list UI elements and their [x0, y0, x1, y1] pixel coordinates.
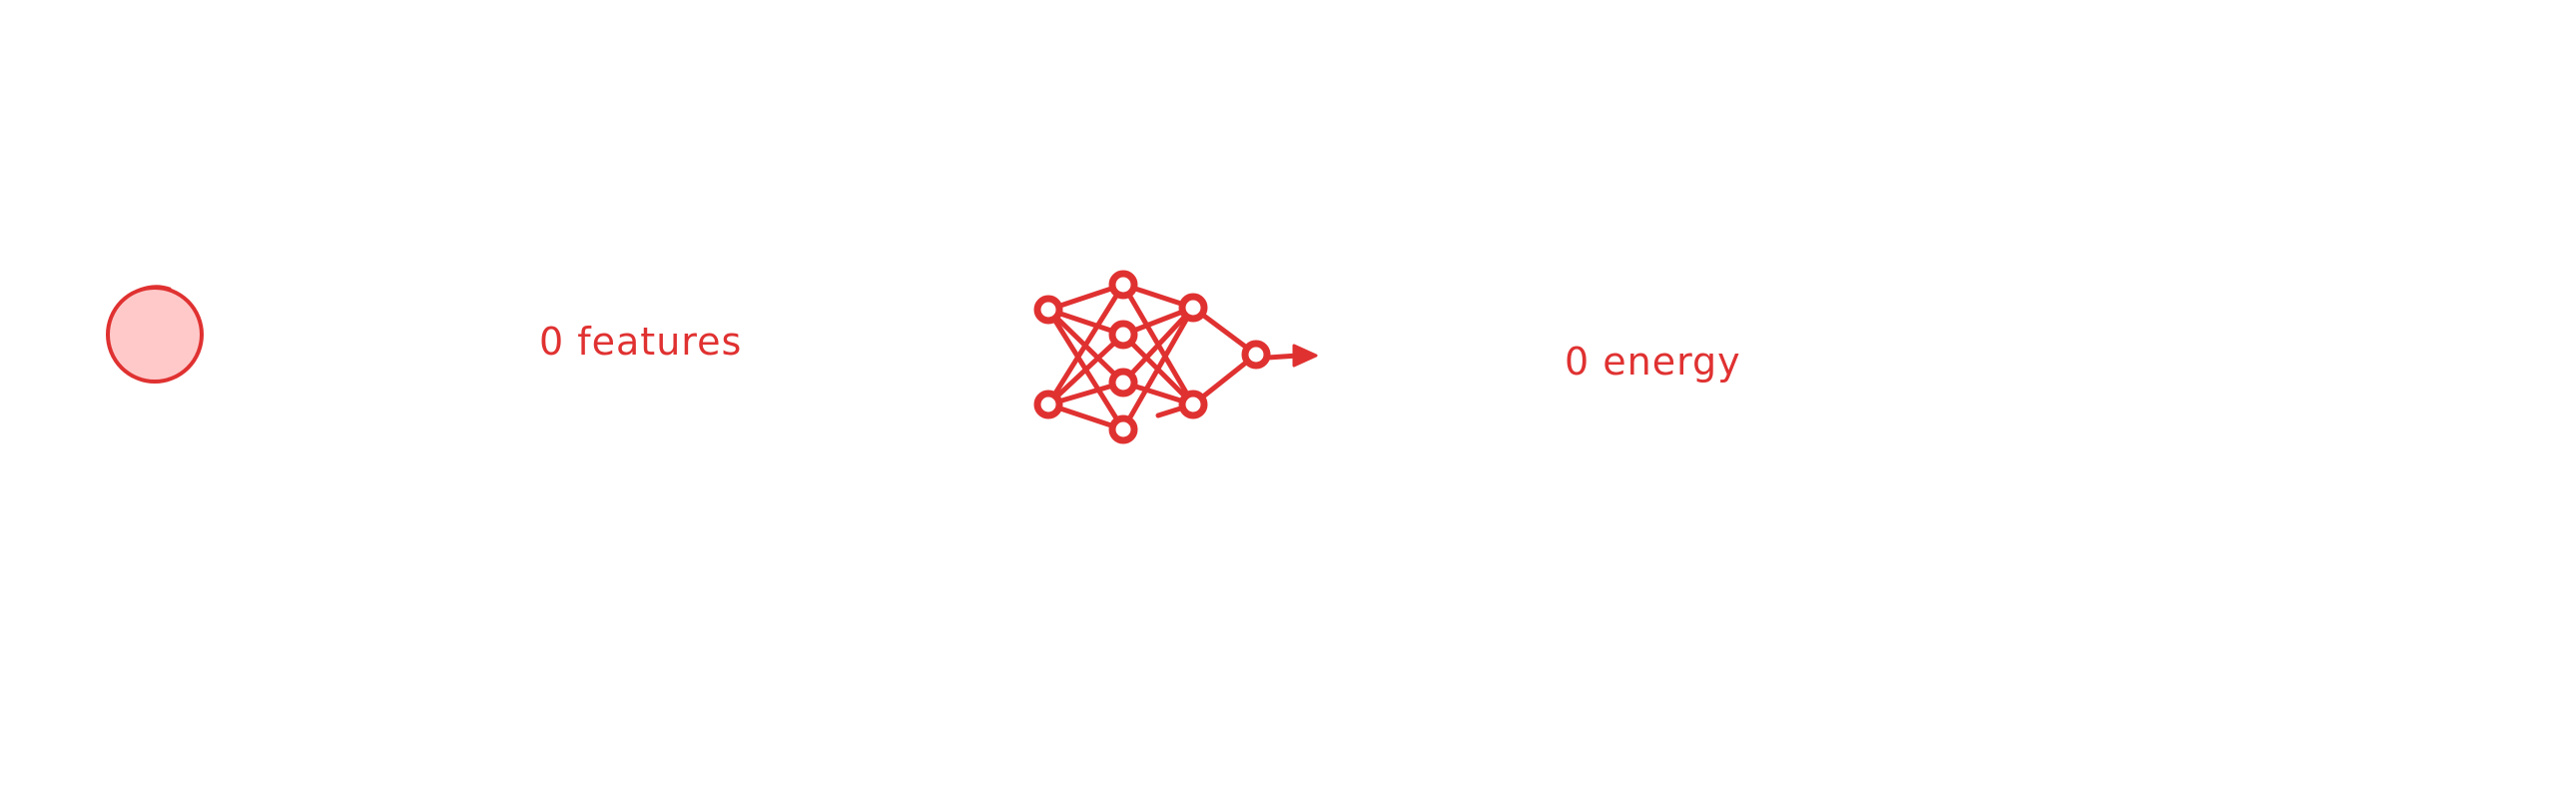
- atom-circle: [106, 286, 204, 384]
- network-nodes: [1033, 270, 1271, 444]
- hidden-node-1: [1108, 270, 1138, 300]
- network-edges: [1045, 282, 1259, 432]
- neural-network-icon: [1033, 270, 1318, 444]
- hidden2-node-2: [1178, 390, 1208, 419]
- input-node-1: [1033, 295, 1063, 325]
- output-node: [1241, 340, 1271, 370]
- input-node-2: [1033, 390, 1063, 419]
- hidden-node-2: [1108, 320, 1138, 350]
- arrow-right-icon: [1265, 344, 1318, 368]
- hidden-node-3: [1108, 368, 1138, 398]
- energy-label: 0 energy: [1565, 340, 1741, 384]
- features-label: 0 features: [539, 320, 742, 364]
- atom-circle-sketch-overlap: [138, 285, 172, 292]
- hidden-node-4: [1108, 414, 1138, 444]
- hidden2-node-1: [1178, 293, 1208, 323]
- atom-circle-icon: [106, 285, 204, 384]
